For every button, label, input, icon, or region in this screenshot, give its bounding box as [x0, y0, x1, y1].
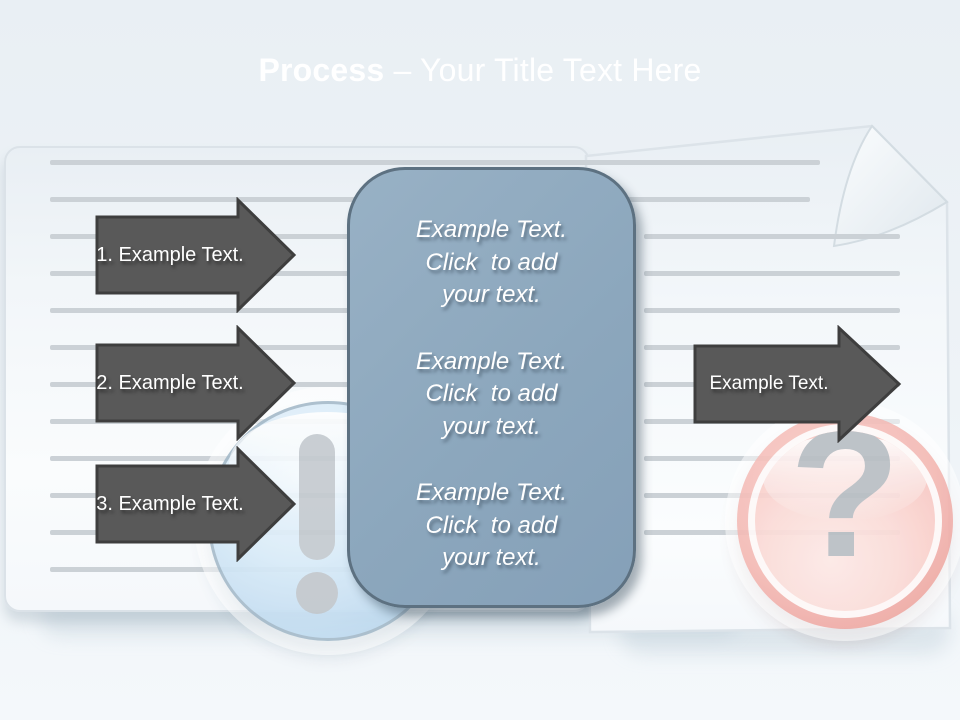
output-arrow[interactable]: Example Text.	[693, 325, 903, 443]
step-arrow-label: 1. Example Text.	[96, 243, 244, 266]
exclamation-dot-icon	[296, 572, 338, 614]
page-title: Process – Your Title Text Here	[0, 52, 960, 89]
arrow-right-icon	[95, 446, 297, 562]
step-arrow-label: 3. Example Text.	[96, 492, 244, 515]
step-arrow-3[interactable]: 3. Example Text.	[95, 446, 297, 562]
ruled-line	[50, 382, 562, 387]
ruled-line	[644, 234, 900, 239]
ruled-line	[50, 271, 562, 276]
question-icon: ?	[789, 431, 901, 595]
question-inner: ?	[755, 431, 935, 611]
center-text-block[interactable]: Example Text. Click to add your text.	[415, 216, 568, 308]
center-text-block[interactable]: Example Text. Click to add your text.	[415, 479, 568, 571]
title-rest: – Your Title Text Here	[393, 52, 702, 88]
ruled-line	[644, 271, 900, 276]
arrow-right-icon	[693, 325, 902, 443]
arrow-right-icon	[95, 325, 297, 441]
step-arrow-label: 2. Example Text.	[96, 371, 244, 394]
arrow-right-icon	[95, 197, 297, 313]
ruled-line	[50, 345, 562, 350]
question-circle: ?	[737, 413, 953, 629]
center-text-box[interactable]: Example Text. Click to add your text. Ex…	[347, 167, 636, 608]
exclamation-icon	[299, 434, 335, 560]
title-bold: Process	[258, 52, 385, 88]
output-arrow-label: Example Text.	[709, 373, 829, 394]
center-text-block[interactable]: Example Text. Click to add your text.	[415, 347, 568, 440]
ruled-line	[50, 234, 562, 239]
ruled-line	[50, 160, 820, 165]
step-arrow-1[interactable]: 1. Example Text.	[95, 197, 297, 313]
step-arrow-2[interactable]: 2. Example Text.	[95, 325, 297, 441]
ruled-line	[644, 308, 900, 313]
ruled-line	[50, 308, 562, 313]
